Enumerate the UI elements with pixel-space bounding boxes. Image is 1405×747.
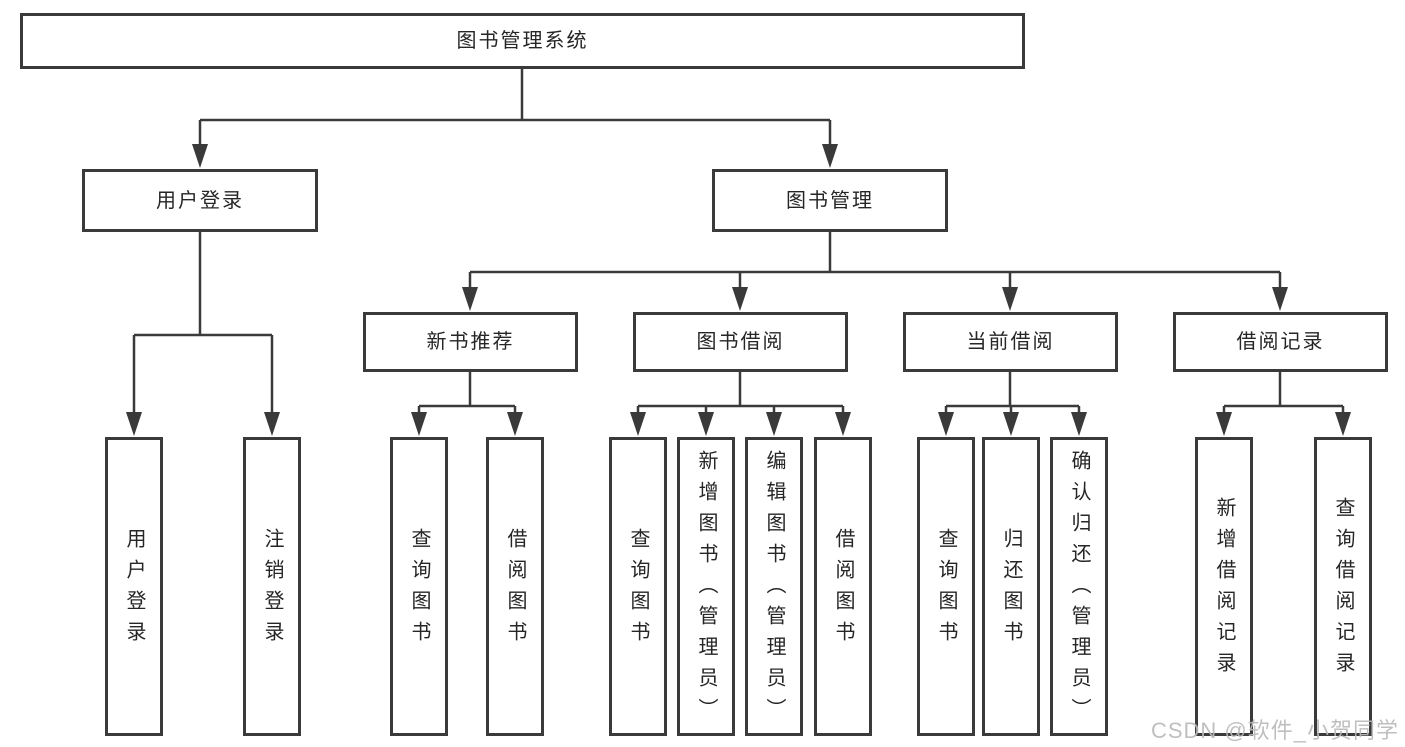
leaf-borrow-books-recommend: 借阅图书 [486,437,544,736]
leaf-query-books-borrow: 查询图书 [609,437,667,736]
watermark: CSDN @软件_小贺同学 [1150,718,1399,743]
leaf-add-borrow-record: 新增借阅记录 [1195,437,1253,736]
leaf-return-books: 归还图书 [982,437,1040,736]
node-book-borrowing: 图书借阅 [633,312,848,372]
node-new-book-recommend: 新书推荐 [363,312,578,372]
node-user-login-module: 用户登录 [82,169,318,232]
leaf-borrow-books: 借阅图书 [814,437,872,736]
leaf-query-books-recommend: 查询图书 [390,437,448,736]
leaf-user-login: 用户登录 [105,437,163,736]
node-book-management-module: 图书管理 [712,169,948,232]
leaf-query-borrow-record: 查询借阅记录 [1314,437,1372,736]
arrow-down-icons [126,144,1351,436]
leaf-query-books-current: 查询图书 [917,437,975,736]
leaf-edit-books-admin: 编辑图书（管理员） [745,437,803,736]
leaf-logout: 注销登录 [243,437,301,736]
leaf-confirm-return-admin: 确认归还（管理员） [1050,437,1108,736]
leaf-add-books-admin: 新增图书（管理员） [677,437,735,736]
node-current-borrowing: 当前借阅 [903,312,1118,372]
node-borrowing-records: 借阅记录 [1173,312,1388,372]
node-root-system: 图书管理系统 [20,13,1025,69]
